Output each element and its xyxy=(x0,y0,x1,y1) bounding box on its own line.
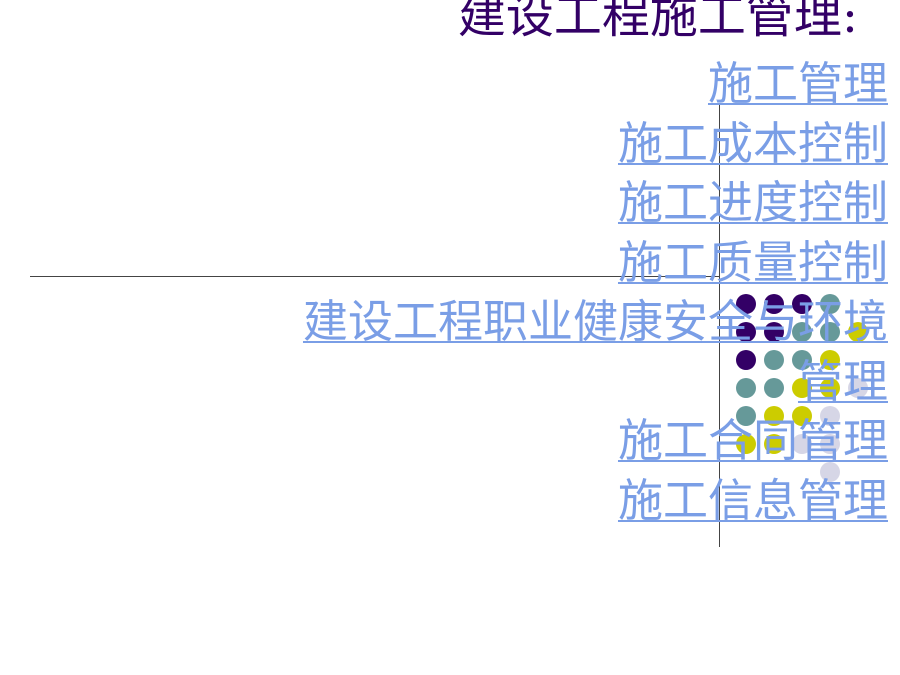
dot-yellow xyxy=(848,322,868,342)
topic-item-construction-management: 施工管理 xyxy=(303,54,888,114)
dot-yellow xyxy=(792,378,812,398)
dot-yellow xyxy=(792,406,812,426)
dot-lavender xyxy=(820,406,840,426)
topic-item-quality-control: 施工质量控制 xyxy=(303,233,888,293)
link-schedule-control[interactable]: 施工进度控制 xyxy=(617,176,888,229)
dot-yellow xyxy=(736,434,756,454)
topic-item-safety-environment: 建设工程职业健康安全与环境 xyxy=(303,292,888,352)
dot-teal xyxy=(764,378,784,398)
link-safety-environment-cont[interactable]: 管理 xyxy=(797,354,888,408)
link-contract-management[interactable]: 施工合同管理 xyxy=(617,414,888,467)
topic-item-contract-management: 施工合同管理 xyxy=(303,411,888,471)
horizontal-rule xyxy=(30,276,720,277)
dot-teal xyxy=(820,294,840,314)
dot-yellow xyxy=(764,434,784,454)
dot-purple xyxy=(764,294,784,314)
dot-lavender xyxy=(792,434,812,454)
dot-purple xyxy=(736,294,756,314)
topic-item-cost-control: 施工成本控制 xyxy=(303,114,888,174)
dot-lavender xyxy=(820,434,840,454)
link-cost-control[interactable]: 施工成本控制 xyxy=(617,116,888,170)
dot-purple xyxy=(764,322,784,342)
dot-yellow xyxy=(820,350,840,370)
topic-item-information-management: 施工信息管理 xyxy=(303,471,888,531)
dot-yellow xyxy=(820,378,840,398)
dot-teal xyxy=(792,350,812,370)
dot-teal xyxy=(764,350,784,370)
vertical-rule xyxy=(719,105,720,547)
dot-teal xyxy=(736,406,756,426)
link-information-management[interactable]: 施工信息管理 xyxy=(617,473,888,527)
dot-yellow xyxy=(764,406,784,426)
dot-teal xyxy=(736,378,756,398)
dot-lavender xyxy=(820,462,840,482)
dot-grid-decoration xyxy=(736,294,876,514)
link-quality-control[interactable]: 施工质量控制 xyxy=(617,235,888,289)
slide-title-text: 建设工程施工管理 xyxy=(457,0,842,44)
dot-purple xyxy=(736,322,756,342)
topic-item-safety-environment-cont: 管理 xyxy=(303,352,888,412)
dot-teal xyxy=(820,322,840,342)
link-construction-management[interactable]: 施工管理 xyxy=(707,57,888,110)
dot-lavender xyxy=(848,378,868,398)
link-safety-environment[interactable]: 建设工程职业健康安全与环境 xyxy=(302,295,888,348)
topic-link-list: 施工管理 施工成本控制 施工进度控制 施工质量控制 建设工程职业健康安全与环境 … xyxy=(303,54,888,530)
slide-title-colon: : xyxy=(841,0,858,44)
slide-title: 建设工程施工管理: xyxy=(458,0,858,46)
dot-purple xyxy=(736,350,756,370)
dot-teal xyxy=(792,322,812,342)
dot-purple xyxy=(792,294,812,314)
topic-item-schedule-control: 施工进度控制 xyxy=(303,173,888,233)
